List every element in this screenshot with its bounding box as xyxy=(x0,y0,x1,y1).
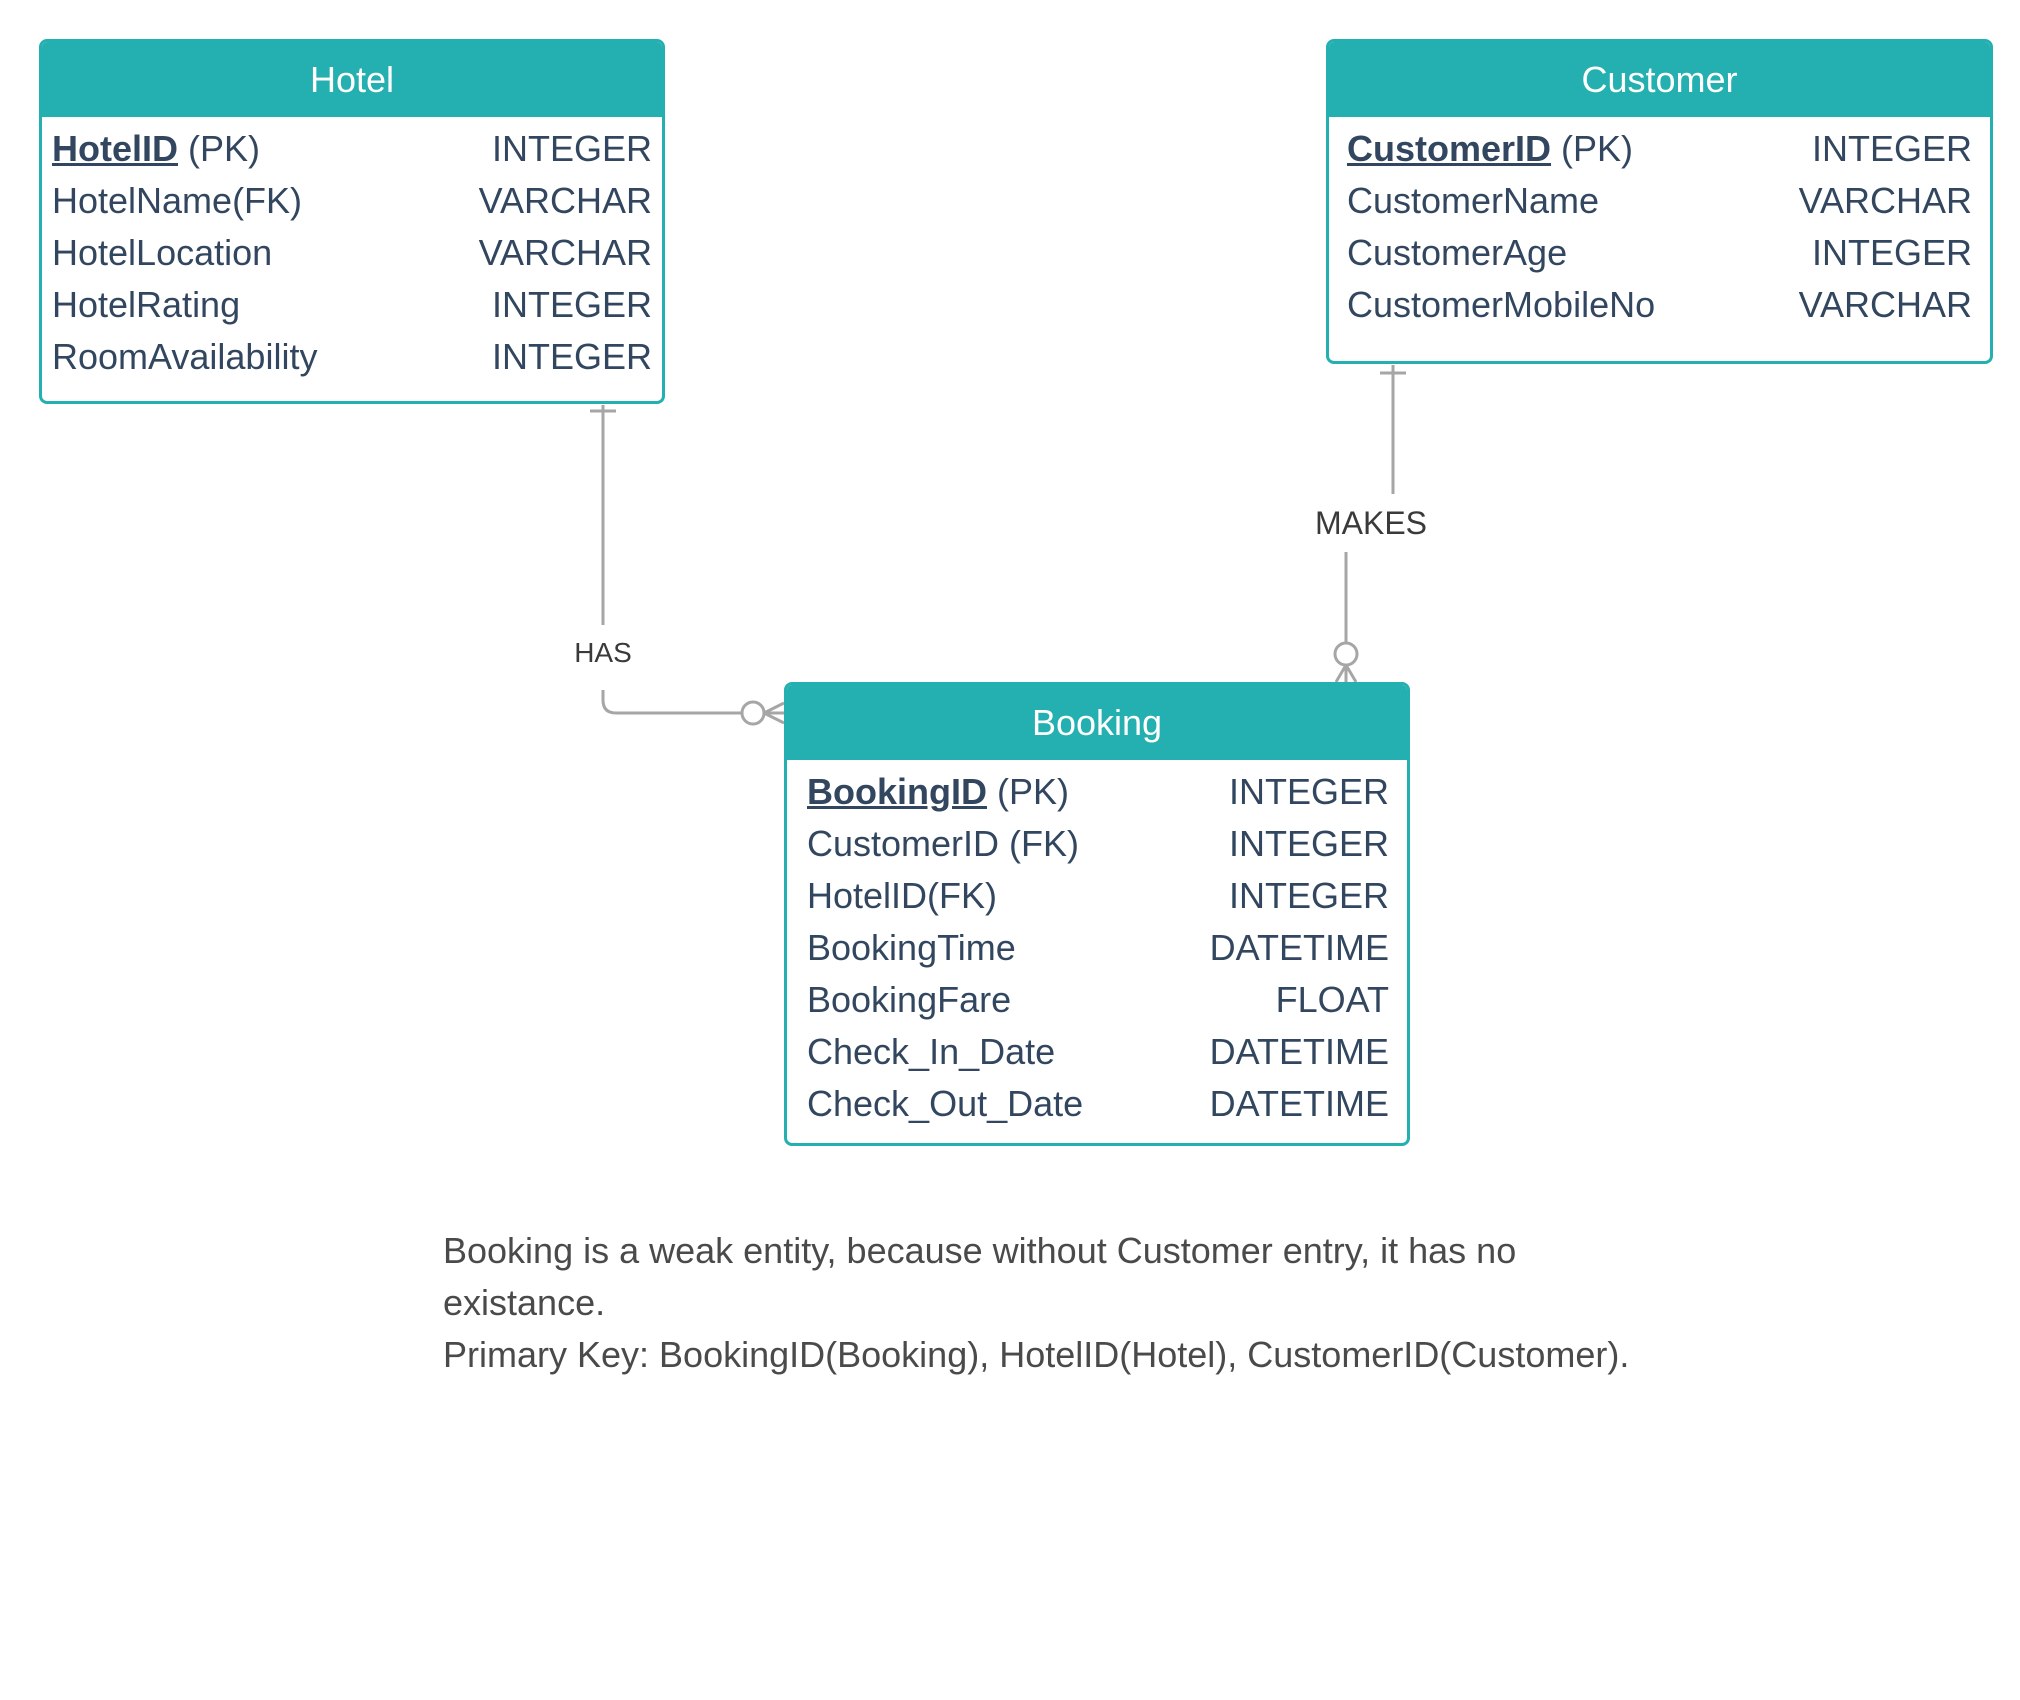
diagram-note: Booking is a weak entity, because withou… xyxy=(443,1225,1743,1381)
booking-entity[interactable]: Booking BookingID (PK) INTEGER CustomerI… xyxy=(784,682,1410,1146)
hotel-field-name: RoomAvailability xyxy=(52,336,318,377)
booking-field-name: HotelID(FK) xyxy=(807,875,998,916)
customer-field-row: CustomerMobileNo VARCHAR xyxy=(1347,279,1972,331)
booking-pk-suffix: (PK) xyxy=(986,771,1069,812)
note-line: Primary Key: BookingID(Booking), HotelID… xyxy=(443,1334,1630,1375)
customer-pk-suffix: (PK) xyxy=(1551,128,1634,169)
customer-entity-title: Customer xyxy=(1329,42,1990,117)
booking-field-row: CustomerID (FK) INTEGER xyxy=(807,818,1389,870)
booking-field-row: BookingFare FLOAT xyxy=(807,974,1389,1026)
hotel-field-type: VARCHAR xyxy=(478,180,652,221)
customer-field-name: CustomerName xyxy=(1347,180,1600,221)
has-connector xyxy=(590,405,785,726)
customer-field-row: CustomerAge INTEGER xyxy=(1347,227,1972,279)
hotel-field-row: HotelRating INTEGER xyxy=(52,279,652,331)
customer-field-row: CustomerID (PK) INTEGER xyxy=(1347,123,1972,175)
booking-field-row: Check_Out_Date DATETIME xyxy=(807,1078,1389,1130)
booking-field-name: Check_In_Date xyxy=(807,1031,1056,1072)
makes-relationship-label: MAKES xyxy=(1314,505,1428,541)
note-line: Booking is a weak entity, because withou… xyxy=(443,1230,1517,1271)
booking-field-name: BookingTime xyxy=(807,927,1016,968)
booking-field-name: BookingFare xyxy=(807,979,1012,1020)
hotel-field-type: VARCHAR xyxy=(478,232,652,273)
booking-field-row: HotelID(FK) INTEGER xyxy=(807,870,1389,922)
customer-field-type: VARCHAR xyxy=(1798,180,1972,221)
customer-field-row: CustomerName VARCHAR xyxy=(1347,175,1972,227)
hotel-entity-title: Hotel xyxy=(42,42,662,117)
booking-field-name: Check_Out_Date xyxy=(807,1083,1084,1124)
booking-field-type: DATETIME xyxy=(1209,927,1389,968)
makes-connector xyxy=(1333,365,1406,683)
customer-entity[interactable]: Customer CustomerID (PK) INTEGER Custome… xyxy=(1326,39,1993,364)
hotel-field-type: INTEGER xyxy=(491,336,652,377)
booking-field-type: DATETIME xyxy=(1209,1031,1389,1072)
booking-field-name: CustomerID (FK) xyxy=(807,823,1080,864)
booking-field-row: BookingID (PK) INTEGER xyxy=(807,766,1389,818)
hotel-field-row: HotelLocation VARCHAR xyxy=(52,227,652,279)
customer-field-type: VARCHAR xyxy=(1798,284,1972,325)
booking-field-type: INTEGER xyxy=(1228,875,1389,916)
hotel-field-row: HotelID (PK) INTEGER xyxy=(52,123,652,175)
booking-field-row: Check_In_Date DATETIME xyxy=(807,1026,1389,1078)
hotel-field-row: HotelName(FK) VARCHAR xyxy=(52,175,652,227)
customer-pk-name: CustomerID xyxy=(1347,128,1552,169)
booking-field-type: INTEGER xyxy=(1228,771,1389,812)
booking-field-type: FLOAT xyxy=(1275,979,1389,1020)
booking-entity-title: Booking xyxy=(787,685,1407,760)
hotel-field-name: HotelName(FK) xyxy=(52,180,303,221)
hotel-field-type: INTEGER xyxy=(491,128,652,169)
booking-pk-name: BookingID xyxy=(807,771,987,812)
booking-field-type: INTEGER xyxy=(1228,823,1389,864)
customer-field-type: INTEGER xyxy=(1811,128,1972,169)
hotel-entity[interactable]: Hotel HotelID (PK) INTEGER HotelName(FK)… xyxy=(39,39,665,404)
hotel-field-row: RoomAvailability INTEGER xyxy=(52,331,652,383)
hotel-pk-name: HotelID xyxy=(52,128,178,169)
booking-field-type: DATETIME xyxy=(1209,1083,1389,1124)
has-relationship-label: HAS xyxy=(574,637,632,668)
customer-field-name: CustomerAge xyxy=(1347,232,1568,273)
customer-field-name: CustomerMobileNo xyxy=(1347,284,1656,325)
hotel-field-type: INTEGER xyxy=(491,284,652,325)
hotel-field-name: HotelLocation xyxy=(52,232,273,273)
booking-field-row: BookingTime DATETIME xyxy=(807,922,1389,974)
hotel-field-name: HotelRating xyxy=(52,284,241,325)
hotel-pk-suffix: (PK) xyxy=(178,128,261,169)
customer-field-type: INTEGER xyxy=(1811,232,1972,273)
note-line: existance. xyxy=(443,1282,606,1323)
